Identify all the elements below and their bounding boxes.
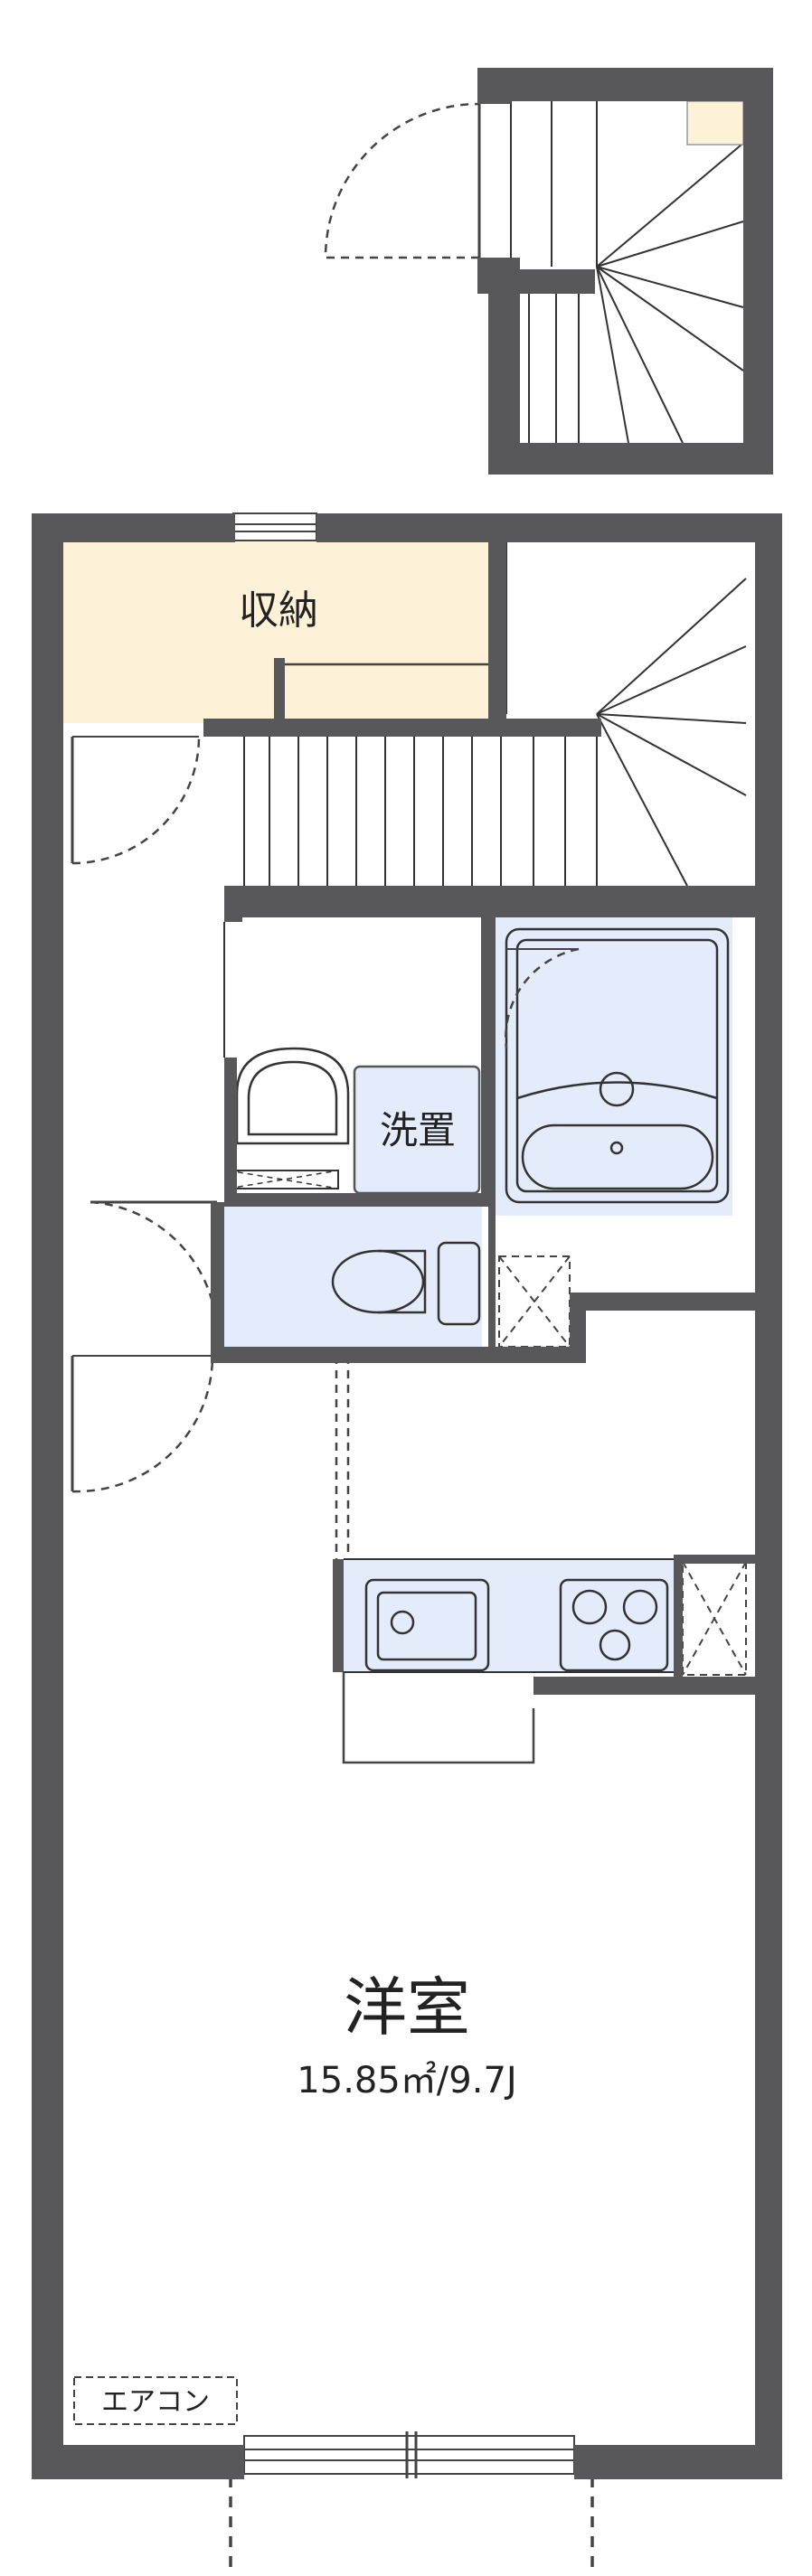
room-label: 洋室 [344, 1970, 470, 2045]
hall-dashed [335, 1356, 350, 1559]
toilet [331, 1241, 481, 1326]
room-area: 15.85㎡/9.7J [297, 2060, 516, 2101]
entrance-door-arc [71, 1355, 214, 1493]
bath-fill [496, 917, 732, 1216]
toilet-room-fill [224, 1202, 482, 1347]
loft-corner-block [686, 100, 744, 146]
washstand-shelf [227, 1170, 339, 1189]
main-unit [32, 512, 782, 2576]
loft-door-swing [324, 102, 480, 259]
storage-divider [274, 658, 285, 723]
kitchen-sink [364, 1578, 490, 1672]
south-window [243, 2431, 575, 2478]
loft-walls [477, 68, 773, 475]
loft-stair-treads [510, 101, 744, 444]
loft-stair-area [324, 68, 773, 475]
washroom-door-swing [90, 1185, 217, 1202]
north-window [232, 512, 317, 541]
washer-label: 洗置 [380, 1108, 456, 1152]
storage-label: 収納 [239, 588, 318, 634]
washbasin [235, 1047, 350, 1145]
main-walls [32, 513, 782, 2479]
partition-lines [223, 922, 674, 1673]
washroom-door-arc [90, 1200, 219, 1334]
balcony-dashed [229, 2477, 594, 2576]
bath-duct [498, 1255, 571, 1348]
main-stair-treads [243, 542, 747, 887]
kitchen-counter-edge [342, 1672, 535, 1764]
entry-door-swing-upper [71, 736, 201, 865]
bath-door-arc [505, 947, 580, 1049]
aircon-label: エアコン [101, 2386, 210, 2418]
kitchen-fill [344, 1559, 674, 1672]
kitchen-hob [559, 1578, 669, 1672]
bathtub [505, 927, 730, 1204]
fridge-space [682, 1561, 747, 1676]
